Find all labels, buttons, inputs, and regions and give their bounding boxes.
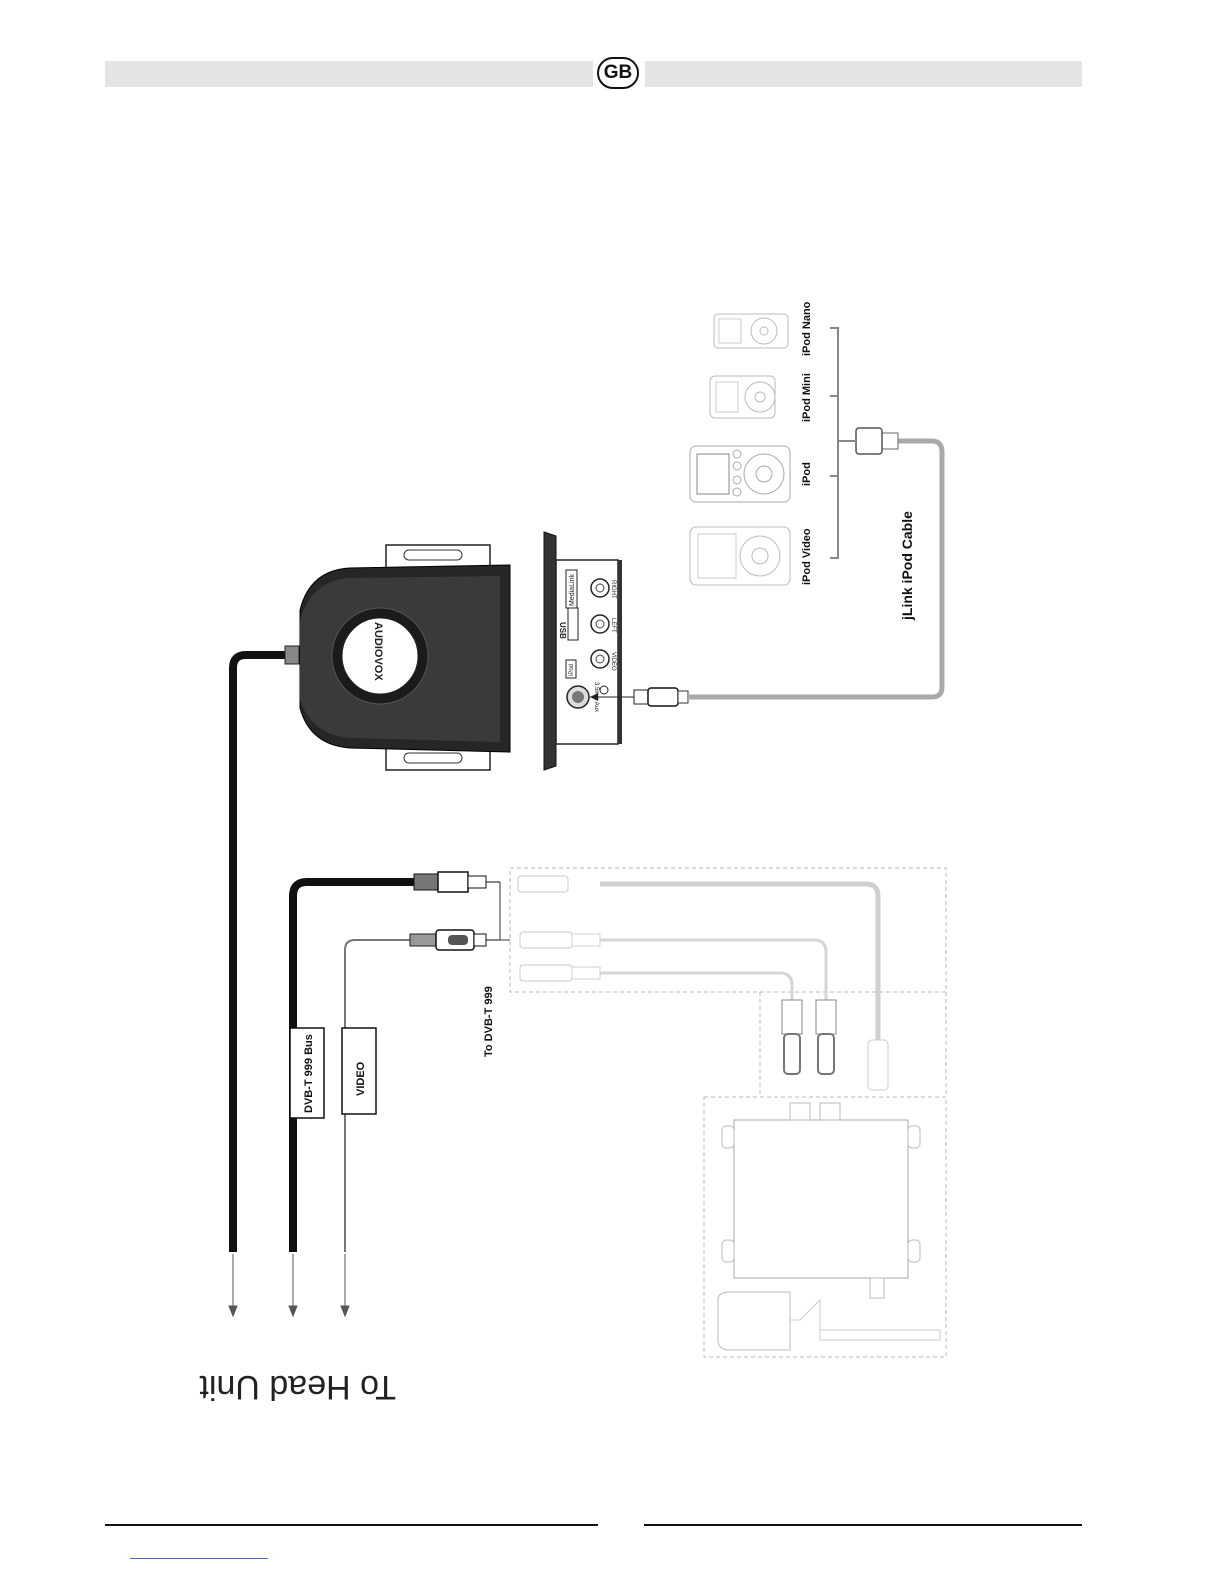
front-panel: MediaLink USB iPod RIGHT LEFT VIDEO 3.5m… bbox=[544, 532, 622, 770]
head-unit-arrows bbox=[229, 1254, 349, 1316]
panel-video-label: VIDEO bbox=[610, 652, 616, 671]
ipod-device bbox=[690, 446, 790, 502]
ipod-nano-label: iPod Nano bbox=[801, 301, 813, 356]
jlink-cable-label: jLink iPod Cable bbox=[899, 511, 915, 621]
panel-left-label: LEFT bbox=[610, 618, 616, 633]
bus-connector bbox=[414, 872, 500, 892]
audiovox-module: AUDIOVOX bbox=[285, 545, 510, 770]
video-rca-connector bbox=[410, 930, 500, 950]
bus-label: DVB-T 999 Bus bbox=[303, 1034, 315, 1113]
footer-rule-right bbox=[644, 1524, 1082, 1526]
panel-ipod-badge: iPod bbox=[569, 664, 575, 676]
to-head-unit-label: To Head Unit bbox=[199, 1368, 396, 1406]
ipod-label: iPod bbox=[801, 462, 813, 486]
brand-logo: AUDIOVOX bbox=[372, 622, 384, 681]
to-dvbt-label: To DVB-T 999 bbox=[483, 986, 495, 1057]
panel-usb-label: USB bbox=[558, 622, 567, 639]
ipod-video-label: iPod Video bbox=[801, 528, 813, 585]
connector-link bbox=[500, 882, 510, 940]
panel-medialink-label: MediaLink bbox=[569, 574, 576, 606]
footer-link-underline[interactable] bbox=[130, 1558, 268, 1559]
ipod-mini-device bbox=[710, 376, 775, 418]
video-label: VIDEO bbox=[355, 1061, 367, 1096]
ipod-mini-label: iPod Mini bbox=[801, 373, 813, 422]
panel-right-label: RIGHT bbox=[610, 580, 616, 599]
ipod-video-device bbox=[690, 527, 790, 585]
footer-rule-left bbox=[105, 1524, 598, 1526]
ipod-nano-device bbox=[714, 314, 788, 348]
main-cable bbox=[233, 655, 285, 1252]
dvbt-receiver-faded bbox=[510, 868, 946, 1357]
